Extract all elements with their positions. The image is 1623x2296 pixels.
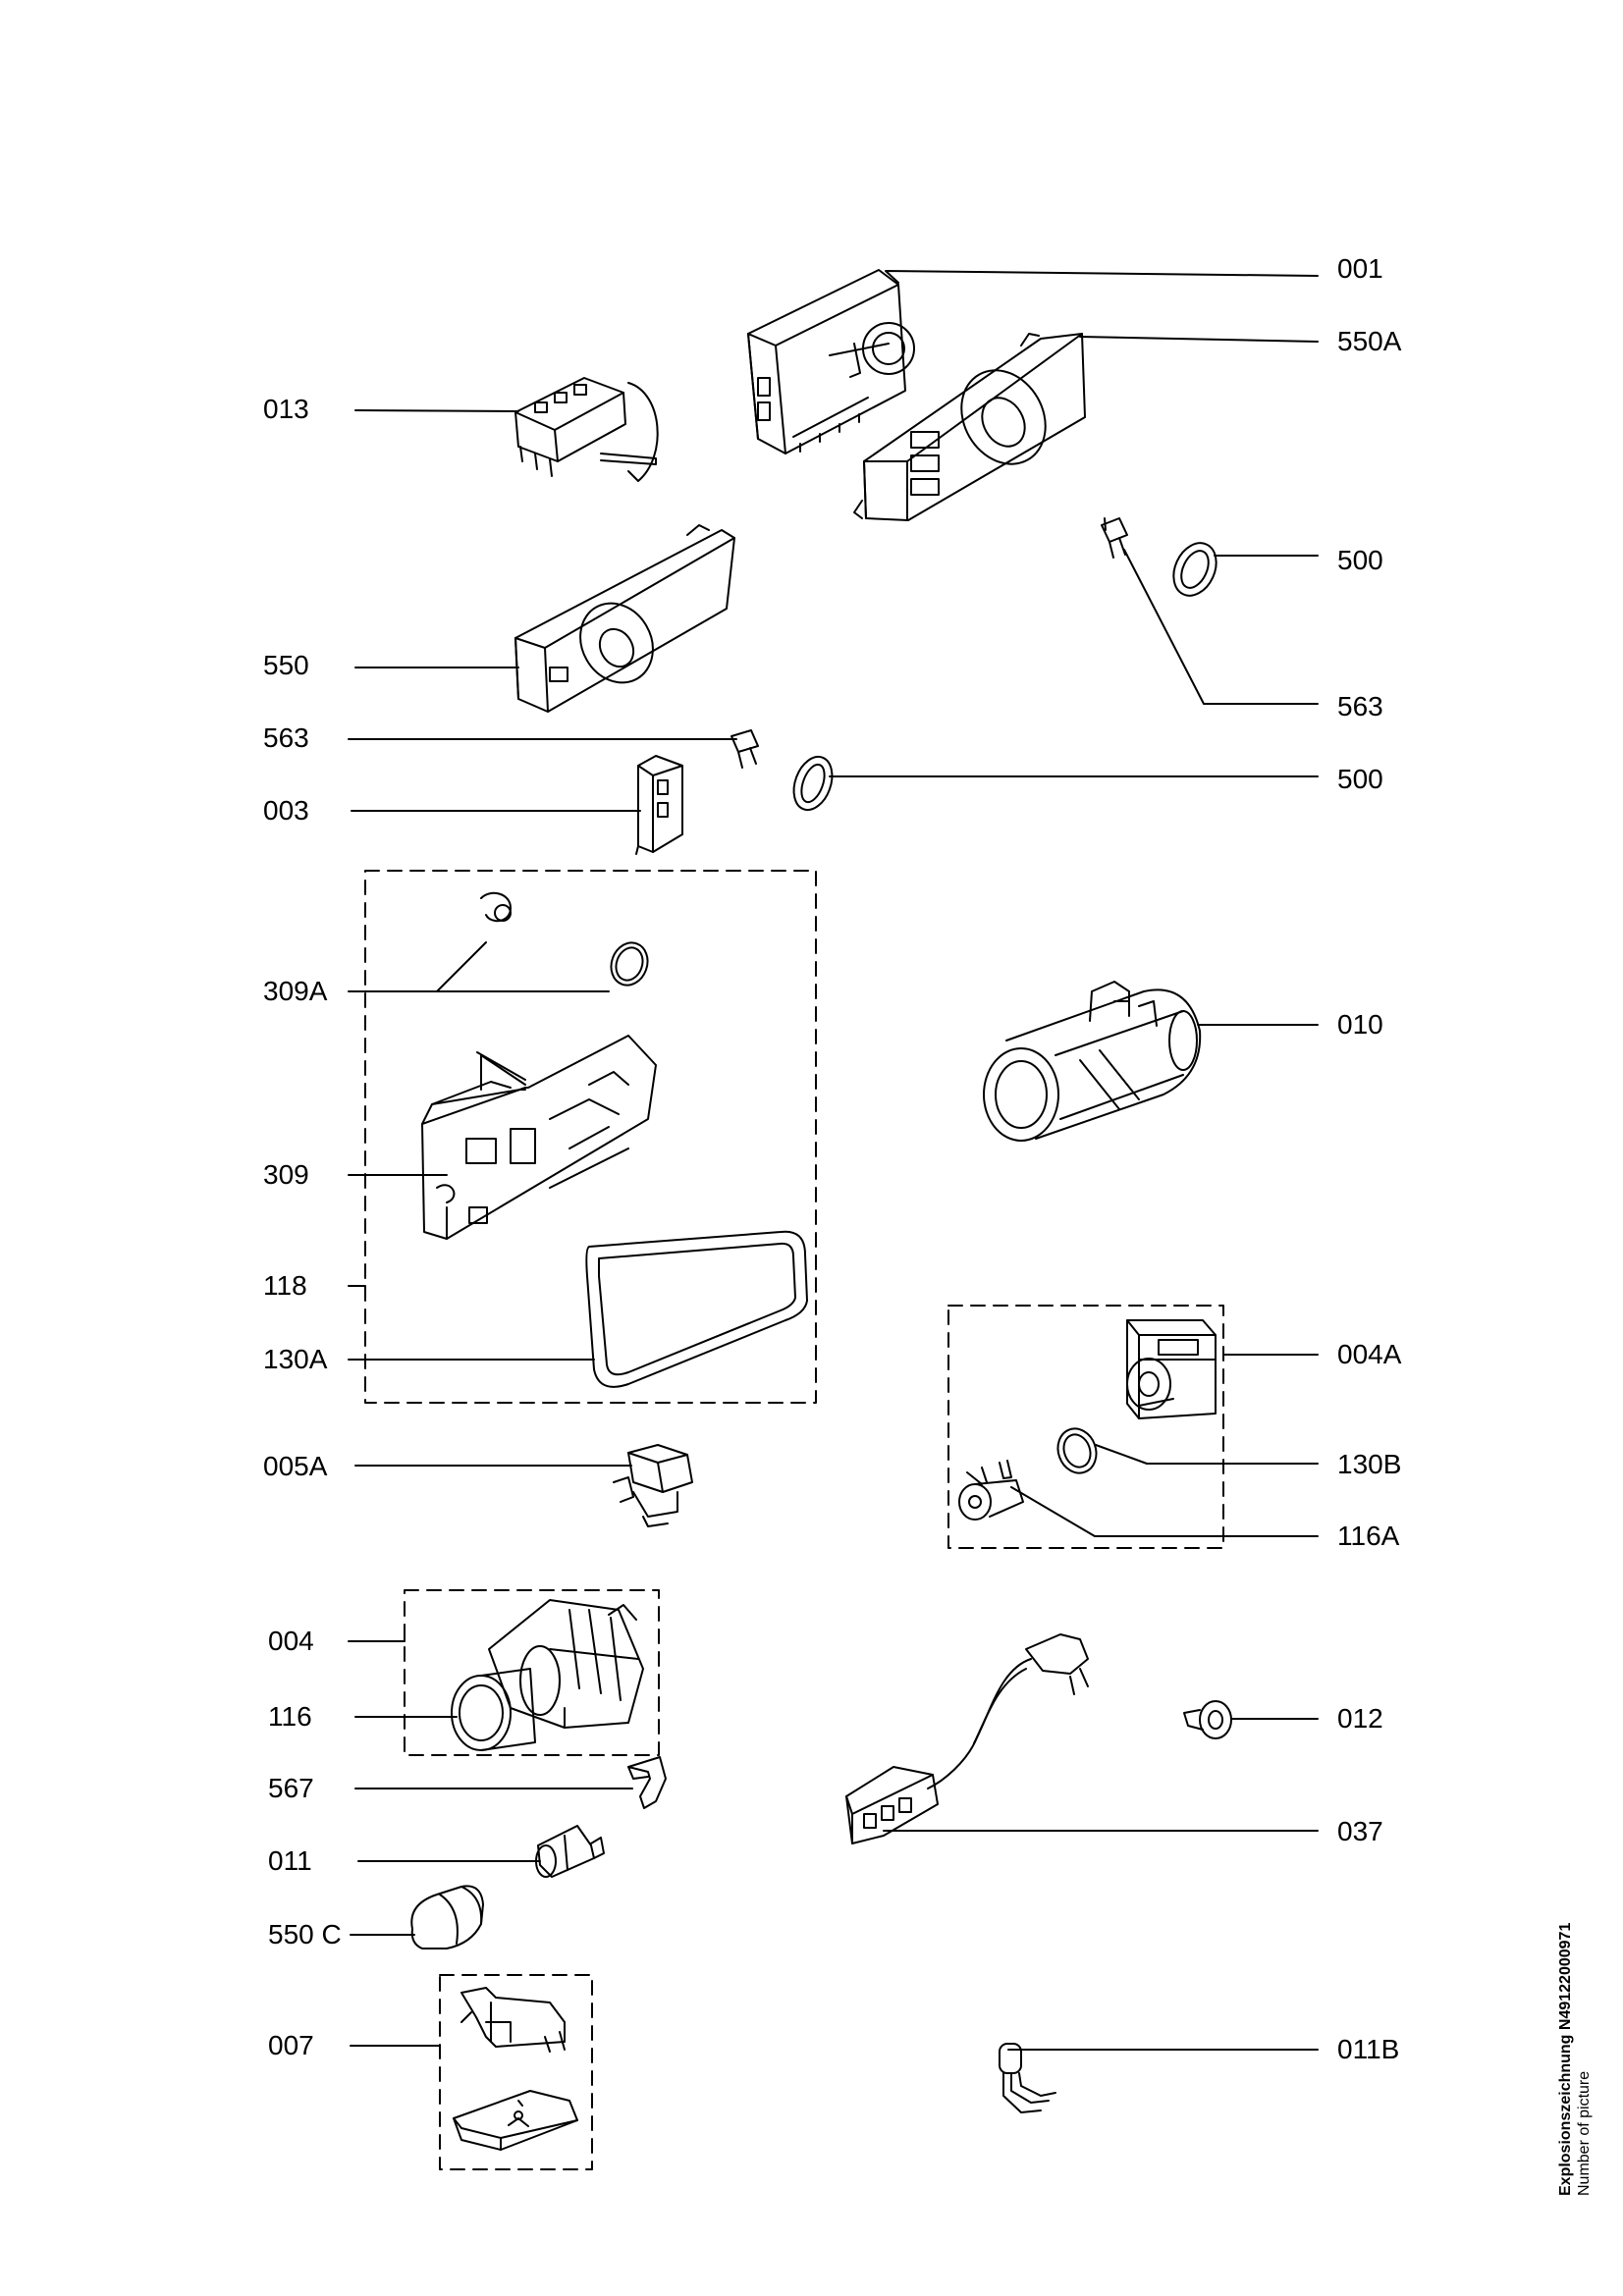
group-007-dashed-box <box>439 1974 593 2170</box>
part-011B-suppressor <box>999 2043 1056 2113</box>
label-550A: 550A <box>1337 326 1402 356</box>
label-116: 116 <box>268 1701 312 1732</box>
part-500-upper-ring <box>1172 542 1217 597</box>
label-550C: 550 C <box>268 1919 342 1949</box>
part-563-lower-clip <box>730 729 759 769</box>
part-550-panel <box>514 524 735 713</box>
label-003: 003 <box>263 795 309 826</box>
label-001: 001 <box>1337 253 1383 284</box>
label-309: 309 <box>263 1159 309 1190</box>
drawing-number-title: Explosionszeichnung N49122000971 <box>1557 1922 1574 2196</box>
part-001-timer <box>747 269 915 454</box>
part-567-clip <box>627 1756 667 1809</box>
part-130A-gasket <box>585 1230 808 1388</box>
part-550A-panel <box>853 333 1086 521</box>
label-500-lower: 500 <box>1337 764 1383 794</box>
part-004A-pump <box>1126 1319 1217 1419</box>
label-004: 004 <box>268 1626 314 1656</box>
label-130B: 130B <box>1337 1449 1402 1479</box>
part-004-pump <box>451 1599 644 1751</box>
group-118-dashed-box <box>364 870 817 1404</box>
label-012: 012 <box>1337 1703 1383 1734</box>
label-563-left: 563 <box>263 722 309 753</box>
part-011-capacitor <box>535 1825 605 1878</box>
label-116A: 116A <box>1337 1521 1400 1551</box>
label-010: 010 <box>1337 1009 1383 1040</box>
label-309A: 309A <box>263 976 328 1006</box>
label-550: 550 <box>263 650 309 680</box>
part-005A-valve <box>613 1444 693 1527</box>
part-013-switch <box>514 377 659 482</box>
part-130B-ring <box>1056 1427 1098 1474</box>
label-567: 567 <box>268 1773 314 1803</box>
label-130A: 130A <box>263 1344 328 1374</box>
part-309-dispenser <box>421 1035 657 1240</box>
group-004-dashed-box <box>404 1589 660 1756</box>
label-563-right: 563 <box>1337 691 1383 721</box>
label-005A: 005A <box>263 1451 328 1481</box>
part-010-heater <box>983 981 1202 1142</box>
label-500-upper: 500 <box>1337 545 1383 575</box>
part-116A-valve <box>958 1460 1024 1521</box>
label-007: 007 <box>268 2030 314 2060</box>
part-007-level-switch <box>453 1987 578 2151</box>
label-011: 011 <box>268 1845 312 1876</box>
label-037: 037 <box>1337 1816 1383 1846</box>
label-004A: 004A <box>1337 1339 1402 1369</box>
group-004A-dashed-box <box>947 1305 1224 1549</box>
drawing-number-subtitle: Number of picture <box>1576 2070 1593 2196</box>
label-013: 013 <box>263 394 309 424</box>
label-118: 118 <box>263 1270 307 1301</box>
part-500-lower-ring <box>792 755 834 812</box>
part-550C-knob <box>410 1885 484 1949</box>
part-012-knob <box>1183 1700 1232 1739</box>
part-563-upper-clip <box>1101 517 1128 559</box>
part-037-power-cord <box>845 1633 1089 1844</box>
part-003-bracket <box>635 755 683 855</box>
drawing-number-caption: Explosionszeichnung N49122000971 Number … <box>1556 1923 1594 2196</box>
label-011B: 011B <box>1337 2034 1400 2064</box>
leader-lines <box>348 270 1319 2051</box>
part-309A-ring <box>610 941 649 987</box>
part-309A-clip <box>480 891 512 923</box>
